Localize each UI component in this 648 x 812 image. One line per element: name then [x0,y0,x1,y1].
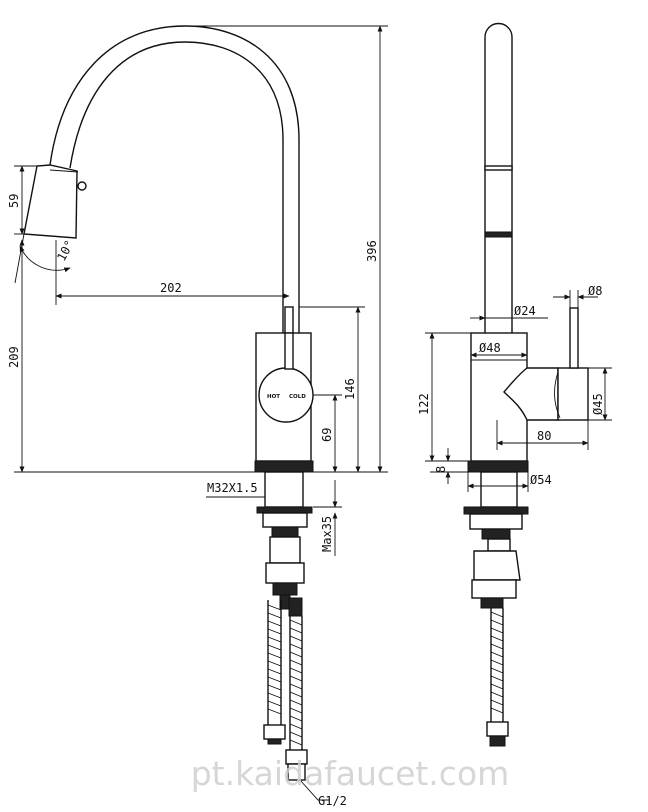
dim-body-diameter: Ø48 [479,341,501,355]
dim-base-diameter: Ø54 [530,473,552,487]
watermark: pt.kaidafaucet.com [191,754,510,793]
side-lever [569,307,579,369]
dim-side-body-height: 122 [417,393,431,415]
spray-head [23,164,78,239]
dim-spout-length: 202 [160,281,182,295]
hot-label: HOT [267,394,280,400]
hose-left [263,600,286,745]
cold-label: COLD [289,394,306,400]
dim-lever: Ø8 [588,284,602,298]
spray-button [77,181,87,191]
dim-total-height: 396 [365,240,379,262]
dim-max-deck: Max35 [320,516,334,552]
side-handle [503,367,559,421]
hose-right [285,597,308,781]
dim-hose-thread: G1/2 [318,794,347,808]
dim-base-ring: 8 [434,466,448,473]
dim-body-height: 146 [343,378,357,400]
side-view: Ø24 Ø8 Ø48 Ø45 122 80 8 Ø54 [417,22,612,747]
dim-spray-angle: 10° [54,238,77,264]
side-handle-cap [557,367,589,421]
dim-spray-head: 59 [7,194,21,208]
dim-handle-reach: 80 [537,429,551,443]
side-spout [484,22,513,333]
dim-handle-axis: 69 [320,428,334,442]
front-view: HOT COLD [7,25,388,808]
spout-inner [69,41,284,333]
side-hose [486,608,509,747]
dim-handle-diameter: Ø45 [591,393,605,415]
dim-spout-tube: Ø24 [514,304,536,318]
dim-mount-thread: M32X1.5 [207,481,258,495]
spout-outer [49,25,300,333]
base-ring [254,460,314,473]
mount-shank [264,471,304,508]
side-spray-band [484,165,513,171]
dim-spout-base: 209 [7,346,21,368]
